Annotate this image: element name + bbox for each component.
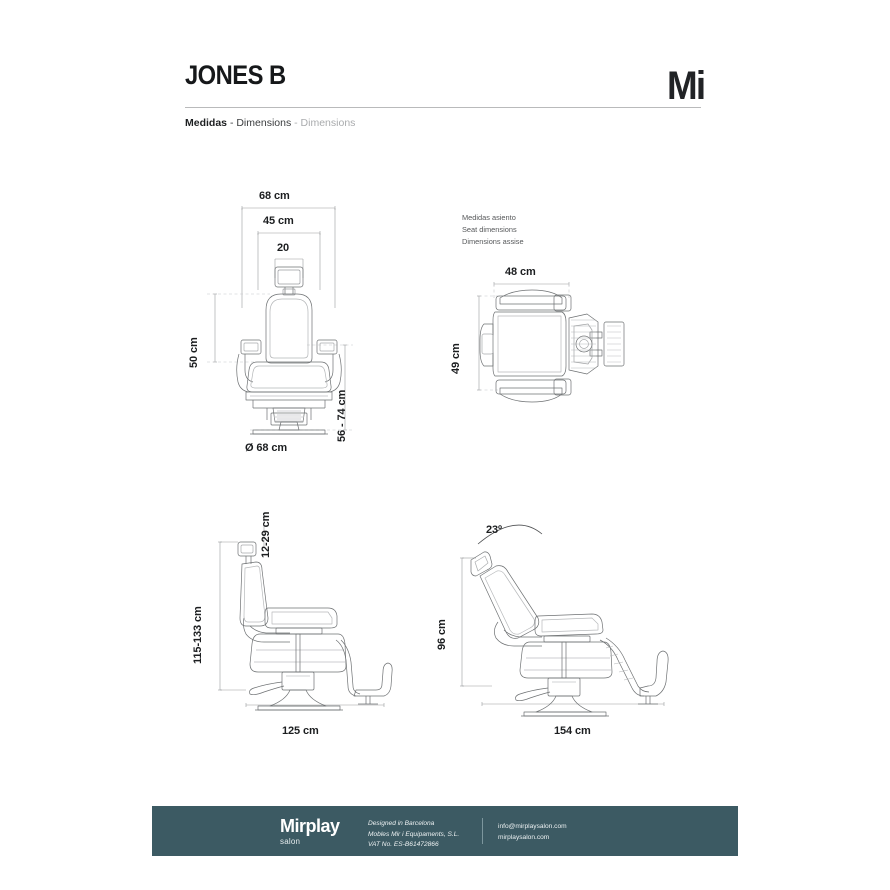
dim-overall-width: 68 cm: [259, 190, 290, 202]
mirplay-salon-logo: Mirplay salon: [280, 817, 340, 846]
seat-note-english: Seat dimensions: [462, 225, 517, 234]
dim-seat-width: 48 cm: [505, 266, 536, 278]
footer-logo-sub: salon: [280, 837, 301, 846]
contact-email[interactable]: info@mirplaysalon.com: [498, 823, 567, 830]
seat-plan-drawing: [477, 282, 625, 403]
dim-footrest-range: 12-29 cm: [260, 511, 272, 558]
dim-headrest-width: 20: [277, 242, 290, 254]
dim-total-height-range: 115-133 cm: [192, 606, 204, 664]
dim-reclined-height: 96 cm: [436, 619, 448, 650]
front-elevation-view: 68 cm 45 cm 20 50 cm 56 - 74 cm Ø 68 cm: [188, 190, 380, 465]
header-divider: [185, 107, 701, 108]
side-elevation-reclined-drawing: [460, 524, 669, 717]
footer-vertical-divider: [482, 818, 483, 844]
subtitle-spanish: Medidas: [185, 117, 228, 129]
footer-contact-info: info@mirplaysalon.com mirplaysalon.com: [498, 822, 567, 843]
company-line-3: VAT No. ES-B61472866: [368, 841, 439, 849]
seat-note-spanish: Medidas asiento: [462, 213, 516, 222]
footer-logo-main: Mirplay: [280, 816, 340, 836]
subtitle-french: - Dimensions: [294, 117, 356, 129]
page-footer: Mirplay salon Designed in Barcelona Mobl…: [152, 806, 738, 856]
dim-total-length: 125 cm: [282, 725, 319, 737]
dim-inner-width: 45 cm: [263, 215, 294, 227]
dim-backrest-height: 50 cm: [188, 337, 200, 368]
side-elevation-upright-drawing: [218, 514, 393, 711]
company-line-2: Mobles Mir i Equipaments, S.L.: [368, 830, 460, 838]
side-elevation-reclined-view: 23º 96 cm 154 cm: [436, 506, 682, 756]
contact-website[interactable]: mirplaysalon.com: [498, 833, 550, 841]
front-elevation-drawing: [207, 206, 353, 435]
dim-base-diameter: Ø 68 cm: [245, 442, 288, 454]
page-header: JONES B Medidas - Dimensions - Dimension…: [185, 62, 701, 142]
dim-seat-depth: 49 cm: [450, 343, 462, 374]
page-subtitle: Medidas - Dimensions - Dimensions: [185, 117, 355, 129]
dim-reclined-length: 154 cm: [554, 725, 591, 737]
dim-seat-height-range: 56 - 74 cm: [336, 389, 348, 442]
mirplay-monogram-logo: Mi: [667, 64, 706, 108]
side-elevation-upright-view: 115-133 cm 12-29 cm 125 cm: [192, 500, 408, 750]
seat-note-french: Dimensions assise: [462, 237, 524, 246]
dim-recline-angle: 23º: [486, 524, 502, 536]
footer-company-info: Designed in Barcelona Mobles Mir i Equip…: [368, 819, 459, 851]
subtitle-english: - Dimensions: [229, 117, 292, 129]
page-title: JONES B: [185, 60, 286, 90]
company-line-1: Designed in Barcelona: [368, 820, 435, 827]
seat-plan-view: Medidas asiento Seat dimensions Dimensio…: [450, 212, 652, 412]
